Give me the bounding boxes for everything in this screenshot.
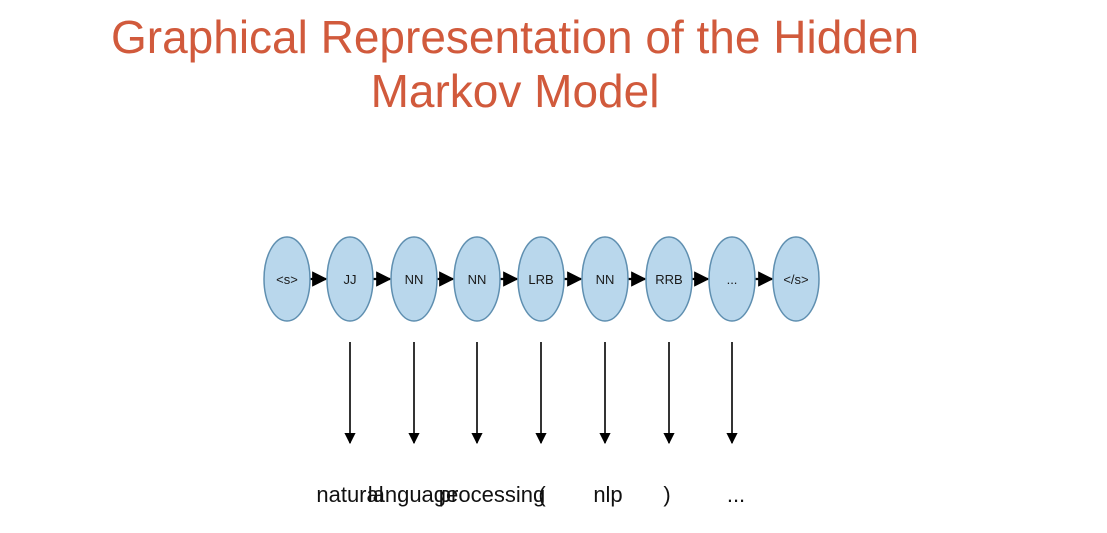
state-label: JJ [344,272,357,287]
state-label: LRB [528,272,553,287]
state-ellipse [517,236,565,322]
state-ellipse [581,236,629,322]
state-label: NN [468,272,487,287]
slide-title-line-2: Markov Model [370,65,660,117]
state-label: </s> [783,272,808,287]
state-ellipse [453,236,501,322]
state-ellipse [263,236,311,322]
state-node: RRB [645,236,693,322]
observation-label: language [368,482,459,507]
state-ellipse [708,236,756,322]
state-ellipse [772,236,820,322]
observation-label: ) [663,482,670,507]
observation-label: ... [727,482,745,507]
observation-label: processing [439,482,545,507]
state-ellipse [390,236,438,322]
state-node: <s> [263,236,311,322]
observation-label: ( [538,482,546,507]
state-node: NN [453,236,501,322]
state-node: JJ [326,236,374,322]
observation-label: nlp [593,482,622,507]
state-label: RRB [655,272,682,287]
state-label: NN [405,272,424,287]
slide-title-line-1: Graphical Representation of the Hidden [110,11,920,63]
state-label: ... [727,272,738,287]
state-label: <s> [276,272,298,287]
state-node: </s> [772,236,820,322]
hidden-states: <s> JJ NN NN LRB NN RRB... </s> [263,236,820,322]
slide-title: Graphical Representation of the Hidden M… [0,10,1030,118]
emission-arrows [344,342,738,445]
observation-label: natural [316,482,383,507]
state-node: NN [581,236,629,322]
state-ellipse [645,236,693,322]
state-node: LRB [517,236,565,322]
state-ellipse [326,236,374,322]
state-label: NN [596,272,615,287]
state-node: NN [390,236,438,322]
state-node: ... [708,236,756,322]
